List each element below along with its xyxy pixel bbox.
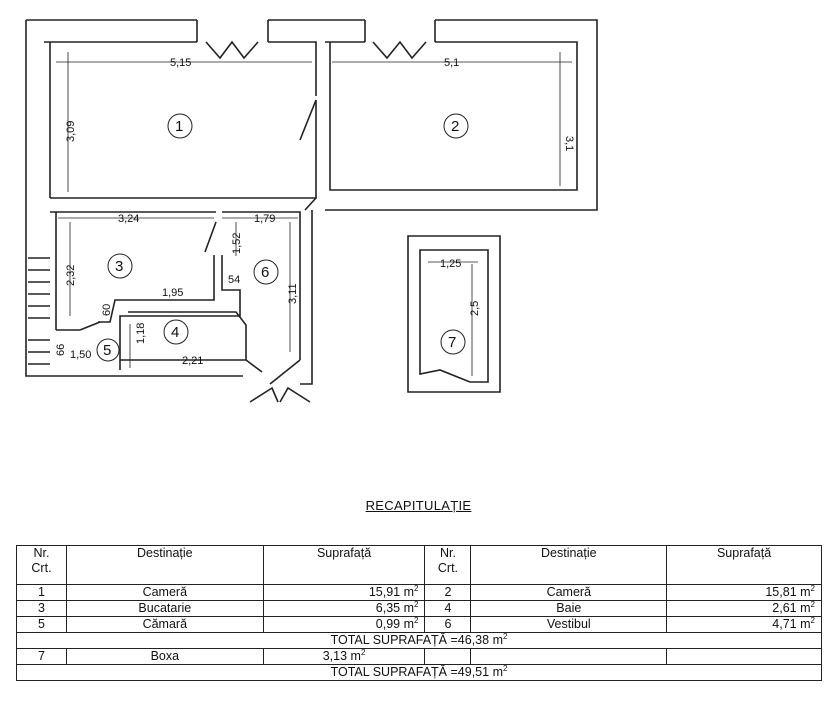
dimension-label: 60: [101, 304, 113, 316]
dimension-label: 1,79: [254, 213, 275, 225]
area-summary-table: Nr. Crt. Destinație Suprafață Nr. Crt. D…: [16, 545, 822, 681]
dimension-label: 1,18: [135, 323, 147, 344]
total-row: TOTAL SUPRAFAȚĂ =46,38 m2: [16, 632, 822, 649]
total-row: TOTAL SUPRAFAȚĂ =49,51 m2: [16, 664, 822, 681]
dimension-label: 54: [228, 274, 240, 286]
table-header-row: Nr. Crt. Destinație Suprafață Nr. Crt. D…: [16, 545, 822, 585]
dimension-label: 1,50: [70, 349, 91, 361]
summary-title: RECAPITULAȚIE: [365, 498, 472, 513]
dimension-label: 3,24: [118, 213, 139, 225]
partition-walls: [50, 211, 301, 385]
door-swing: [79, 99, 317, 373]
stair: [28, 257, 50, 365]
dimension-label: 5,1: [444, 57, 459, 69]
dimension-label: 2,32: [65, 265, 77, 286]
room-label: 2: [451, 118, 459, 135]
room-label: 1: [175, 118, 183, 135]
storage-wall: [407, 235, 501, 393]
room-label: 7: [448, 334, 456, 351]
room-label: 3: [115, 258, 123, 275]
column-header: Suprafață: [666, 545, 822, 585]
inner-wall: [44, 41, 578, 199]
dimension-label: 1,95: [162, 287, 183, 299]
column-header: Nr. Crt.: [424, 545, 472, 585]
room-label: 6: [261, 264, 269, 281]
room-label: 5: [103, 342, 111, 359]
column-header: Nr. Crt.: [16, 545, 67, 585]
dimension-label: 3,1: [563, 136, 575, 151]
entrance-arrow: [249, 386, 311, 403]
outer-wall: [25, 19, 598, 385]
floor-plan: 1 2 3 4 5 6 7 5,15 5,1 3,09 3,1 3,24 1,7…: [25, 19, 598, 403]
dimension-label: 3,09: [65, 121, 77, 142]
dimension-label: 66: [55, 344, 67, 356]
window-1: [196, 20, 269, 60]
column-header: Suprafață: [262, 545, 426, 585]
dimension-label: 1,25: [440, 258, 461, 270]
room-label: 4: [171, 324, 179, 341]
dimension-label: 2,21: [182, 355, 203, 367]
dimension-label: 5,15: [170, 57, 191, 69]
column-header: Destinație: [65, 545, 264, 585]
dimension-label: 3,11: [287, 283, 299, 304]
dimension-label: 1,52: [231, 233, 243, 254]
dimension-label: 2,5: [469, 301, 481, 316]
column-header: Destinație: [470, 545, 668, 585]
window-2: [364, 20, 436, 60]
